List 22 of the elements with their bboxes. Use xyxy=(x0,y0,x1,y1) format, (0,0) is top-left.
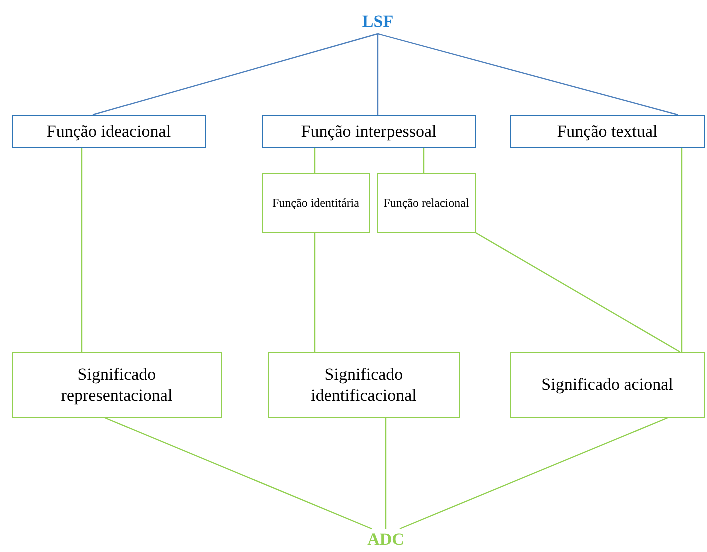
connector-line xyxy=(314,233,316,352)
node-box: Função identitária xyxy=(262,173,370,233)
node-box: Significado acional xyxy=(510,352,705,418)
node-box: Função relacional xyxy=(377,173,476,233)
connector-line xyxy=(400,417,668,530)
connector-line xyxy=(92,33,378,116)
connector-line xyxy=(81,148,83,352)
connector-line xyxy=(476,232,680,353)
connector-line xyxy=(681,148,683,352)
connector-line xyxy=(378,33,678,116)
node-box: Função textual xyxy=(510,115,705,148)
node-box: Função interpessoal xyxy=(262,115,476,148)
node-box: Função ideacional xyxy=(12,115,206,148)
connector-line xyxy=(314,148,316,173)
node-box: Significado representacional xyxy=(12,352,222,418)
node-box: Significado identificacional xyxy=(268,352,460,418)
node-label: LSF xyxy=(350,10,406,34)
connector-line xyxy=(385,418,387,529)
connector-line xyxy=(377,34,379,115)
node-label: ADC xyxy=(356,529,416,551)
connector-line xyxy=(423,148,425,173)
connector-line xyxy=(104,417,372,530)
